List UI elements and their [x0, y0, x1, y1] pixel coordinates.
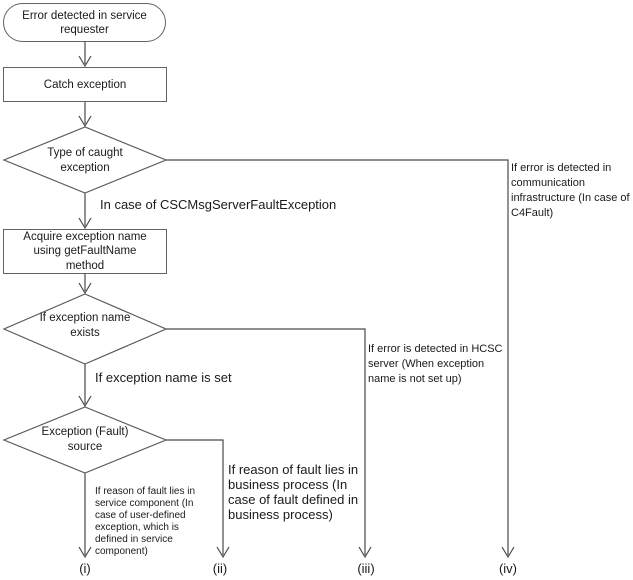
edge-label-name-is-set: If exception name is set	[95, 370, 232, 385]
catch-exception-node: Catch exception	[3, 67, 167, 102]
edge-label-business-process-case: If reason of fault lies in business proc…	[228, 462, 359, 522]
acquire-exception-name-label: Acquire exception name using getFaultNam…	[23, 230, 147, 272]
edge-label-cscmsg-case: In case of CSCMsgServerFaultException	[100, 197, 337, 212]
edge-label-service-component-case: If reason of fault lies in service compo…	[95, 486, 196, 557]
acquire-exception-name-node: Acquire exception name using getFaultNam…	[3, 229, 167, 274]
name-exists-decision-diamond	[2, 293, 168, 365]
edge-label-hcsc-case: If error is detected in HCSC server (Whe…	[368, 343, 503, 385]
arrowhead-terminal-iii	[358, 546, 372, 559]
type-decision-diamond	[2, 126, 168, 194]
start-node: Error detected in service requester	[3, 3, 166, 42]
start-node-label: Error detected in service requester	[22, 9, 147, 36]
arrowhead-terminal-ii	[216, 546, 230, 559]
edge-type-to-terminal-iv	[166, 159, 509, 555]
arrowhead-into-name-exists	[78, 282, 92, 295]
catch-exception-label: Catch exception	[43, 78, 127, 91]
terminal-iv: (iv)	[498, 561, 518, 576]
terminal-ii: (ii)	[212, 561, 228, 576]
edge-fault-source-to-terminal-ii	[166, 439, 224, 555]
arrowhead-into-fault-source	[78, 395, 92, 408]
type-decision-label: Type of caught exception	[47, 147, 123, 174]
terminal-i: (i)	[79, 561, 91, 576]
name-exists-decision-label: If exception name exists	[39, 312, 131, 339]
fault-source-decision-label: Exception (Fault) source	[41, 426, 129, 453]
arrowhead-into-acquire	[78, 217, 92, 230]
arrowhead-into-catch	[78, 55, 92, 68]
arrowhead-terminal-i	[78, 546, 92, 559]
edge-name-exists-to-terminal-iii	[166, 328, 366, 555]
terminal-iii: (iii)	[357, 561, 375, 576]
arrowhead-into-type-decision	[78, 115, 92, 128]
arrowhead-terminal-iv	[501, 546, 515, 559]
edge-label-c4fault-case: If error is detected in communication in…	[511, 162, 630, 219]
fault-source-decision-diamond	[2, 406, 168, 474]
